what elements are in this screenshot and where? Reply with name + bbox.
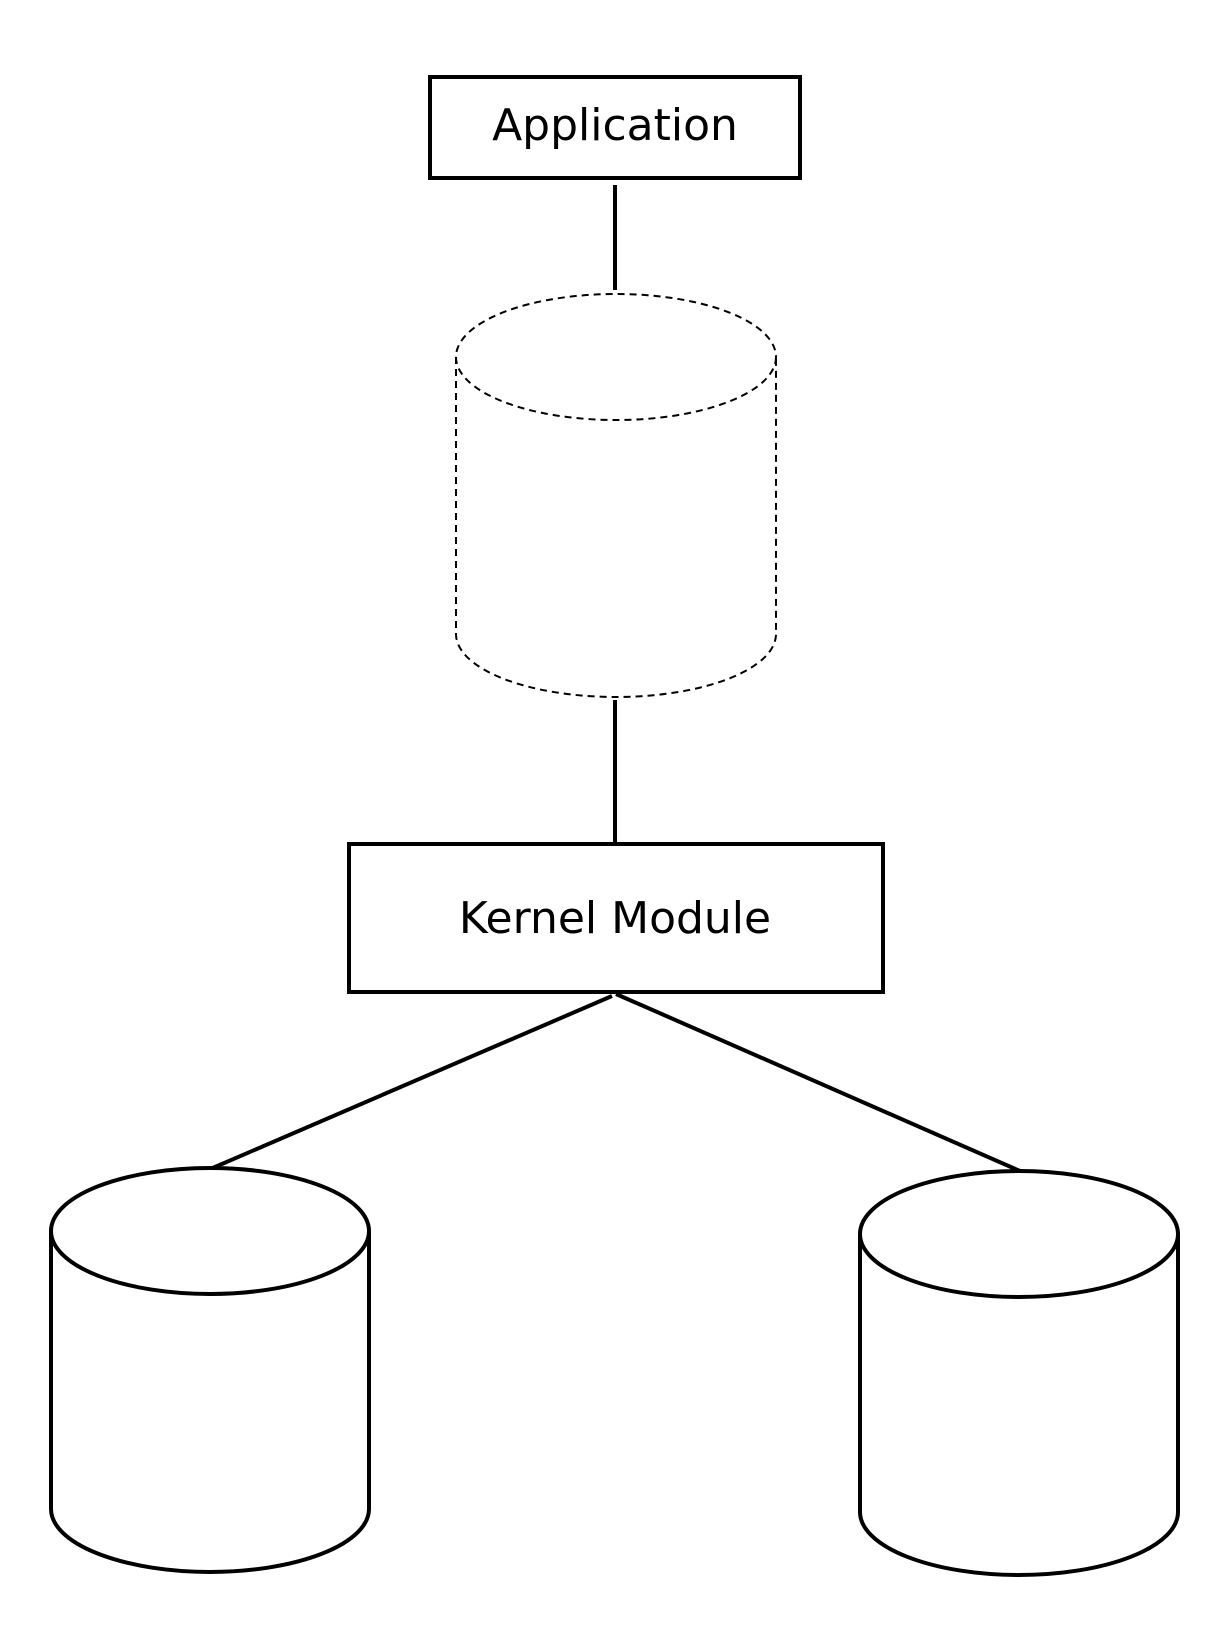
kernel-module-node: Kernel Module	[347, 842, 885, 994]
application-label: Application	[492, 100, 738, 151]
virtual-disk-body	[455, 357, 777, 698]
connector-kernel-module-to-right-disk	[615, 992, 1021, 1173]
right-disk-top	[858, 1169, 1180, 1299]
kernel-module-label: Kernel Module	[459, 893, 771, 944]
left-disk-cylinder	[49, 1166, 371, 1574]
right-disk-cylinder	[858, 1169, 1180, 1577]
left-disk-top	[49, 1166, 371, 1296]
application-node: Application	[428, 75, 802, 180]
connector-kernel-module-to-left-disk	[207, 994, 613, 1172]
virtual-disk-top	[455, 293, 777, 421]
kernel-module-box	[347, 842, 885, 994]
virtual-disk-cylinder	[455, 293, 777, 698]
left-disk-body	[49, 1231, 371, 1574]
application-box	[428, 75, 802, 180]
right-disk-body	[858, 1234, 1180, 1577]
